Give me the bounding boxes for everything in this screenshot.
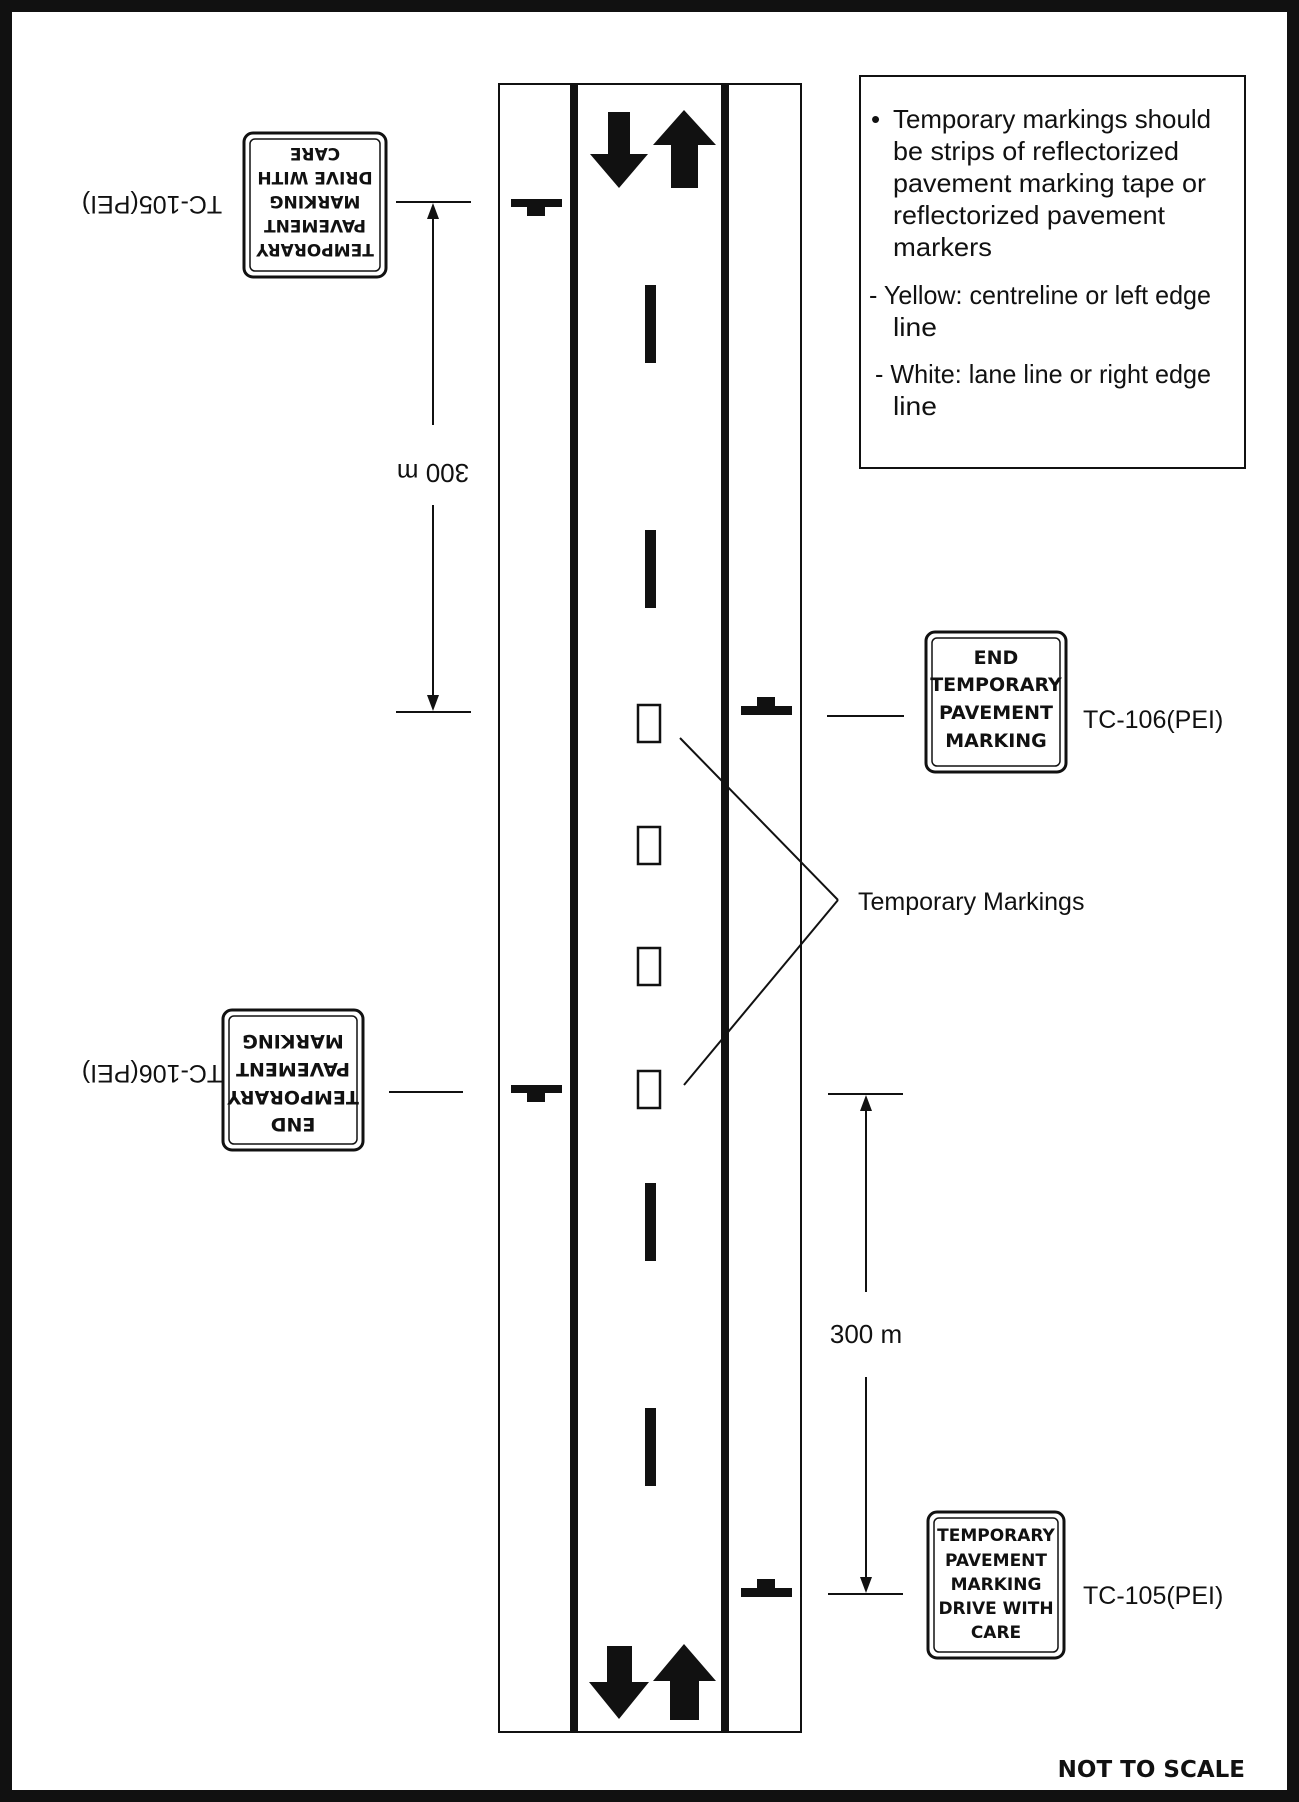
note-white-line: line bbox=[893, 391, 937, 421]
notes-box-frame bbox=[859, 75, 1246, 469]
sign-text-line: TEMPORARY bbox=[255, 239, 373, 259]
roadway bbox=[498, 83, 802, 1733]
sign-post-symbol bbox=[741, 697, 792, 715]
arrowhead-down bbox=[427, 695, 439, 711]
note-white-line: - White: lane line or right edge bbox=[875, 359, 1211, 389]
centre-dash bbox=[645, 530, 656, 608]
arrowhead-up bbox=[427, 203, 439, 219]
distance-label: 300 m bbox=[397, 458, 469, 488]
sign-text-line: CARE bbox=[290, 143, 340, 163]
not-to-scale-note: NOT TO SCALE bbox=[1058, 1757, 1245, 1783]
sign-text-line: CARE bbox=[971, 1623, 1021, 1643]
sign-text-line: PAVEMENT bbox=[945, 1551, 1047, 1571]
temporary-marking bbox=[636, 825, 662, 866]
temporary-marking bbox=[636, 1069, 662, 1110]
sign-post-symbol bbox=[741, 1579, 792, 1597]
temporary-marking bbox=[636, 946, 662, 987]
sign-text-line: DRIVE WITH bbox=[938, 1599, 1053, 1619]
right-edge-line bbox=[721, 84, 729, 1732]
sign-text-line: MARKING bbox=[270, 191, 361, 211]
sign-text-line: END bbox=[271, 1113, 316, 1135]
sign-code-tc106: TC-106(PEI) bbox=[82, 1059, 222, 1087]
note-yellow-line: - Yellow: centreline or left edge bbox=[869, 280, 1211, 310]
note-main-line: be strips of reflectorized bbox=[893, 136, 1179, 166]
left-edge-line bbox=[570, 84, 578, 1732]
sign-text-line: TEMPORARY bbox=[937, 1526, 1055, 1546]
sign-text-line: PAVEMENT bbox=[939, 702, 1053, 724]
sign-text-line: MARKING bbox=[945, 730, 1047, 752]
note-main-line: pavement marking tape or bbox=[893, 168, 1206, 198]
note-bullet: • bbox=[871, 104, 880, 134]
centre-dash bbox=[645, 285, 656, 363]
note-main-line: reflectorized pavement bbox=[893, 200, 1166, 230]
sign-tc106-right: END TEMPORARY PAVEMENT MARKING bbox=[924, 630, 1068, 774]
arrowhead-down bbox=[860, 1577, 872, 1593]
distance-label: 300 m bbox=[830, 1319, 902, 1349]
sign-code-tc105: TC-105(PEI) bbox=[82, 190, 222, 218]
note-main-line: Temporary markings should bbox=[893, 104, 1211, 134]
dimension-top-left bbox=[396, 201, 471, 713]
sign-code-tc105: TC-105(PEI) bbox=[1083, 1582, 1223, 1610]
arrow-down-icon bbox=[590, 112, 648, 188]
arrow-down-icon bbox=[589, 1646, 649, 1719]
sign-post-symbol bbox=[511, 1085, 562, 1102]
note-main-line: markers bbox=[893, 232, 992, 262]
sign-text-line: MARKING bbox=[242, 1030, 344, 1052]
sign-text-line: END bbox=[974, 647, 1019, 669]
sign-text-line: MARKING bbox=[951, 1575, 1042, 1595]
dimension-bottom-right bbox=[828, 1093, 903, 1595]
temporary-markings-label: Temporary Markings bbox=[858, 888, 1084, 916]
sign-post-symbol bbox=[511, 199, 562, 216]
sign-tc105-bottom-right: TEMPORARY PAVEMENT MARKING DRIVE WITH CA… bbox=[926, 1510, 1066, 1660]
arrow-up-icon bbox=[653, 110, 716, 188]
arrowhead-up bbox=[860, 1095, 872, 1111]
notes-box: • Temporary markings should be strips of… bbox=[859, 75, 1246, 469]
arrow-up-icon bbox=[653, 1644, 716, 1720]
sign-tc105-top-left: TEMPORARY PAVEMENT MARKING DRIVE WITH CA… bbox=[242, 131, 388, 279]
note-yellow-line: line bbox=[893, 312, 937, 342]
sign-text-line: DRIVE WITH bbox=[257, 167, 372, 187]
sign-text-line: TEMPORARY bbox=[930, 674, 1062, 696]
sign-code-tc106: TC-106(PEI) bbox=[1083, 706, 1223, 734]
centre-dash bbox=[645, 1183, 656, 1261]
sign-text-line: TEMPORARY bbox=[227, 1086, 359, 1108]
sign-text-line: PAVEMENT bbox=[236, 1058, 350, 1080]
centre-dash bbox=[645, 1408, 656, 1486]
temporary-markings-callout-lines bbox=[679, 737, 839, 1086]
sign-tc106-left: END TEMPORARY PAVEMENT MARKING bbox=[221, 1008, 365, 1152]
temporary-marking bbox=[636, 703, 662, 744]
sign-text-line: PAVEMENT bbox=[264, 215, 366, 235]
